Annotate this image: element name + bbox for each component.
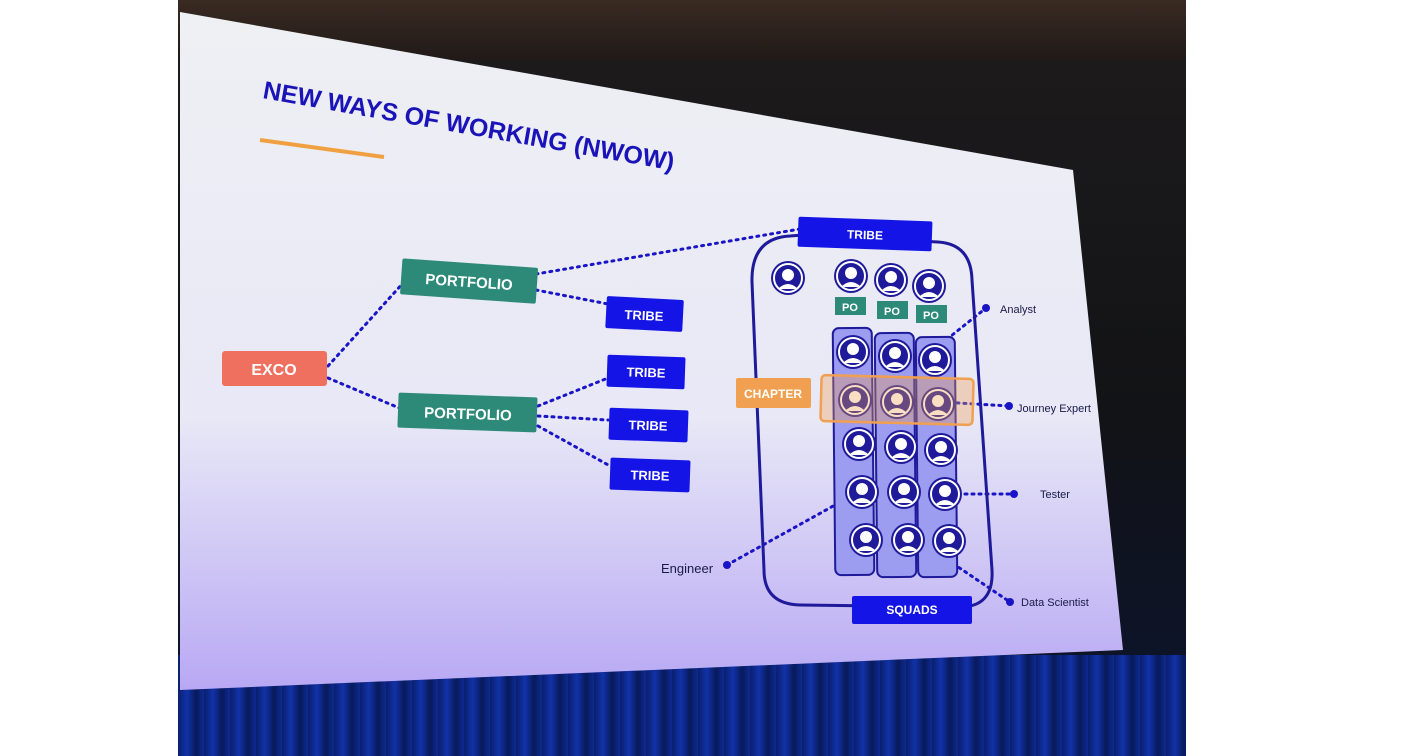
- exco-node: EXCO: [222, 351, 327, 386]
- portfolio-bottom-label: PORTFOLIO: [424, 405, 512, 425]
- portfolio-node-bottom: PORTFOLIO: [397, 392, 538, 433]
- po-avatar-2: [873, 262, 909, 298]
- tribe-1-label: TRIBE: [624, 307, 664, 324]
- tribe-node-1: TRIBE: [605, 296, 684, 332]
- tribe-node-2: TRIBE: [606, 354, 686, 390]
- portfolio-top-label: PORTFOLIO: [425, 271, 514, 294]
- tribe-4-label: TRIBE: [630, 467, 670, 483]
- po-avatar-3: [911, 268, 947, 304]
- title-accent-line: [259, 138, 385, 159]
- po-avatar-1: [833, 258, 869, 294]
- tribe-node-4: TRIBE: [609, 457, 691, 493]
- portfolio-node-top: PORTFOLIO: [400, 258, 539, 304]
- role-analyst: Analyst: [1000, 304, 1036, 316]
- squads-node: SQUADS: [852, 596, 972, 624]
- po-badge-3: PO: [916, 305, 947, 323]
- tribe-header-label: TRIBE: [847, 227, 883, 242]
- squads-label: SQUADS: [886, 603, 937, 617]
- tribe-node-3: TRIBE: [608, 407, 689, 443]
- po-3-label: PO: [923, 310, 939, 322]
- po-1-label: PO: [842, 302, 858, 314]
- tribe-3-label: TRIBE: [628, 417, 668, 433]
- tribe-header-node: TRIBE: [797, 216, 933, 252]
- chapter-node: CHAPTER: [736, 378, 811, 408]
- chapter-label: CHAPTER: [744, 387, 802, 401]
- po-badge-1: PO: [835, 297, 866, 315]
- role-engineer: Engineer: [661, 561, 714, 576]
- role-data-scientist: Data Scientist: [1021, 597, 1089, 609]
- po-badge-2: PO: [877, 301, 908, 319]
- po-2-label: PO: [884, 306, 900, 318]
- projection-screen: NEW WAYS OF WORKING (NWOW): [180, 12, 1123, 690]
- chapter-band: [819, 373, 975, 427]
- tribe-lead-avatar: [770, 260, 806, 296]
- photo-background: NEW WAYS OF WORKING (NWOW): [178, 0, 1186, 756]
- tribe-2-label: TRIBE: [626, 364, 666, 380]
- exco-label: EXCO: [251, 362, 296, 379]
- connector-dots: [723, 304, 1018, 606]
- role-journey-expert: Journey Expert: [1017, 403, 1091, 415]
- role-tester: Tester: [1040, 489, 1070, 501]
